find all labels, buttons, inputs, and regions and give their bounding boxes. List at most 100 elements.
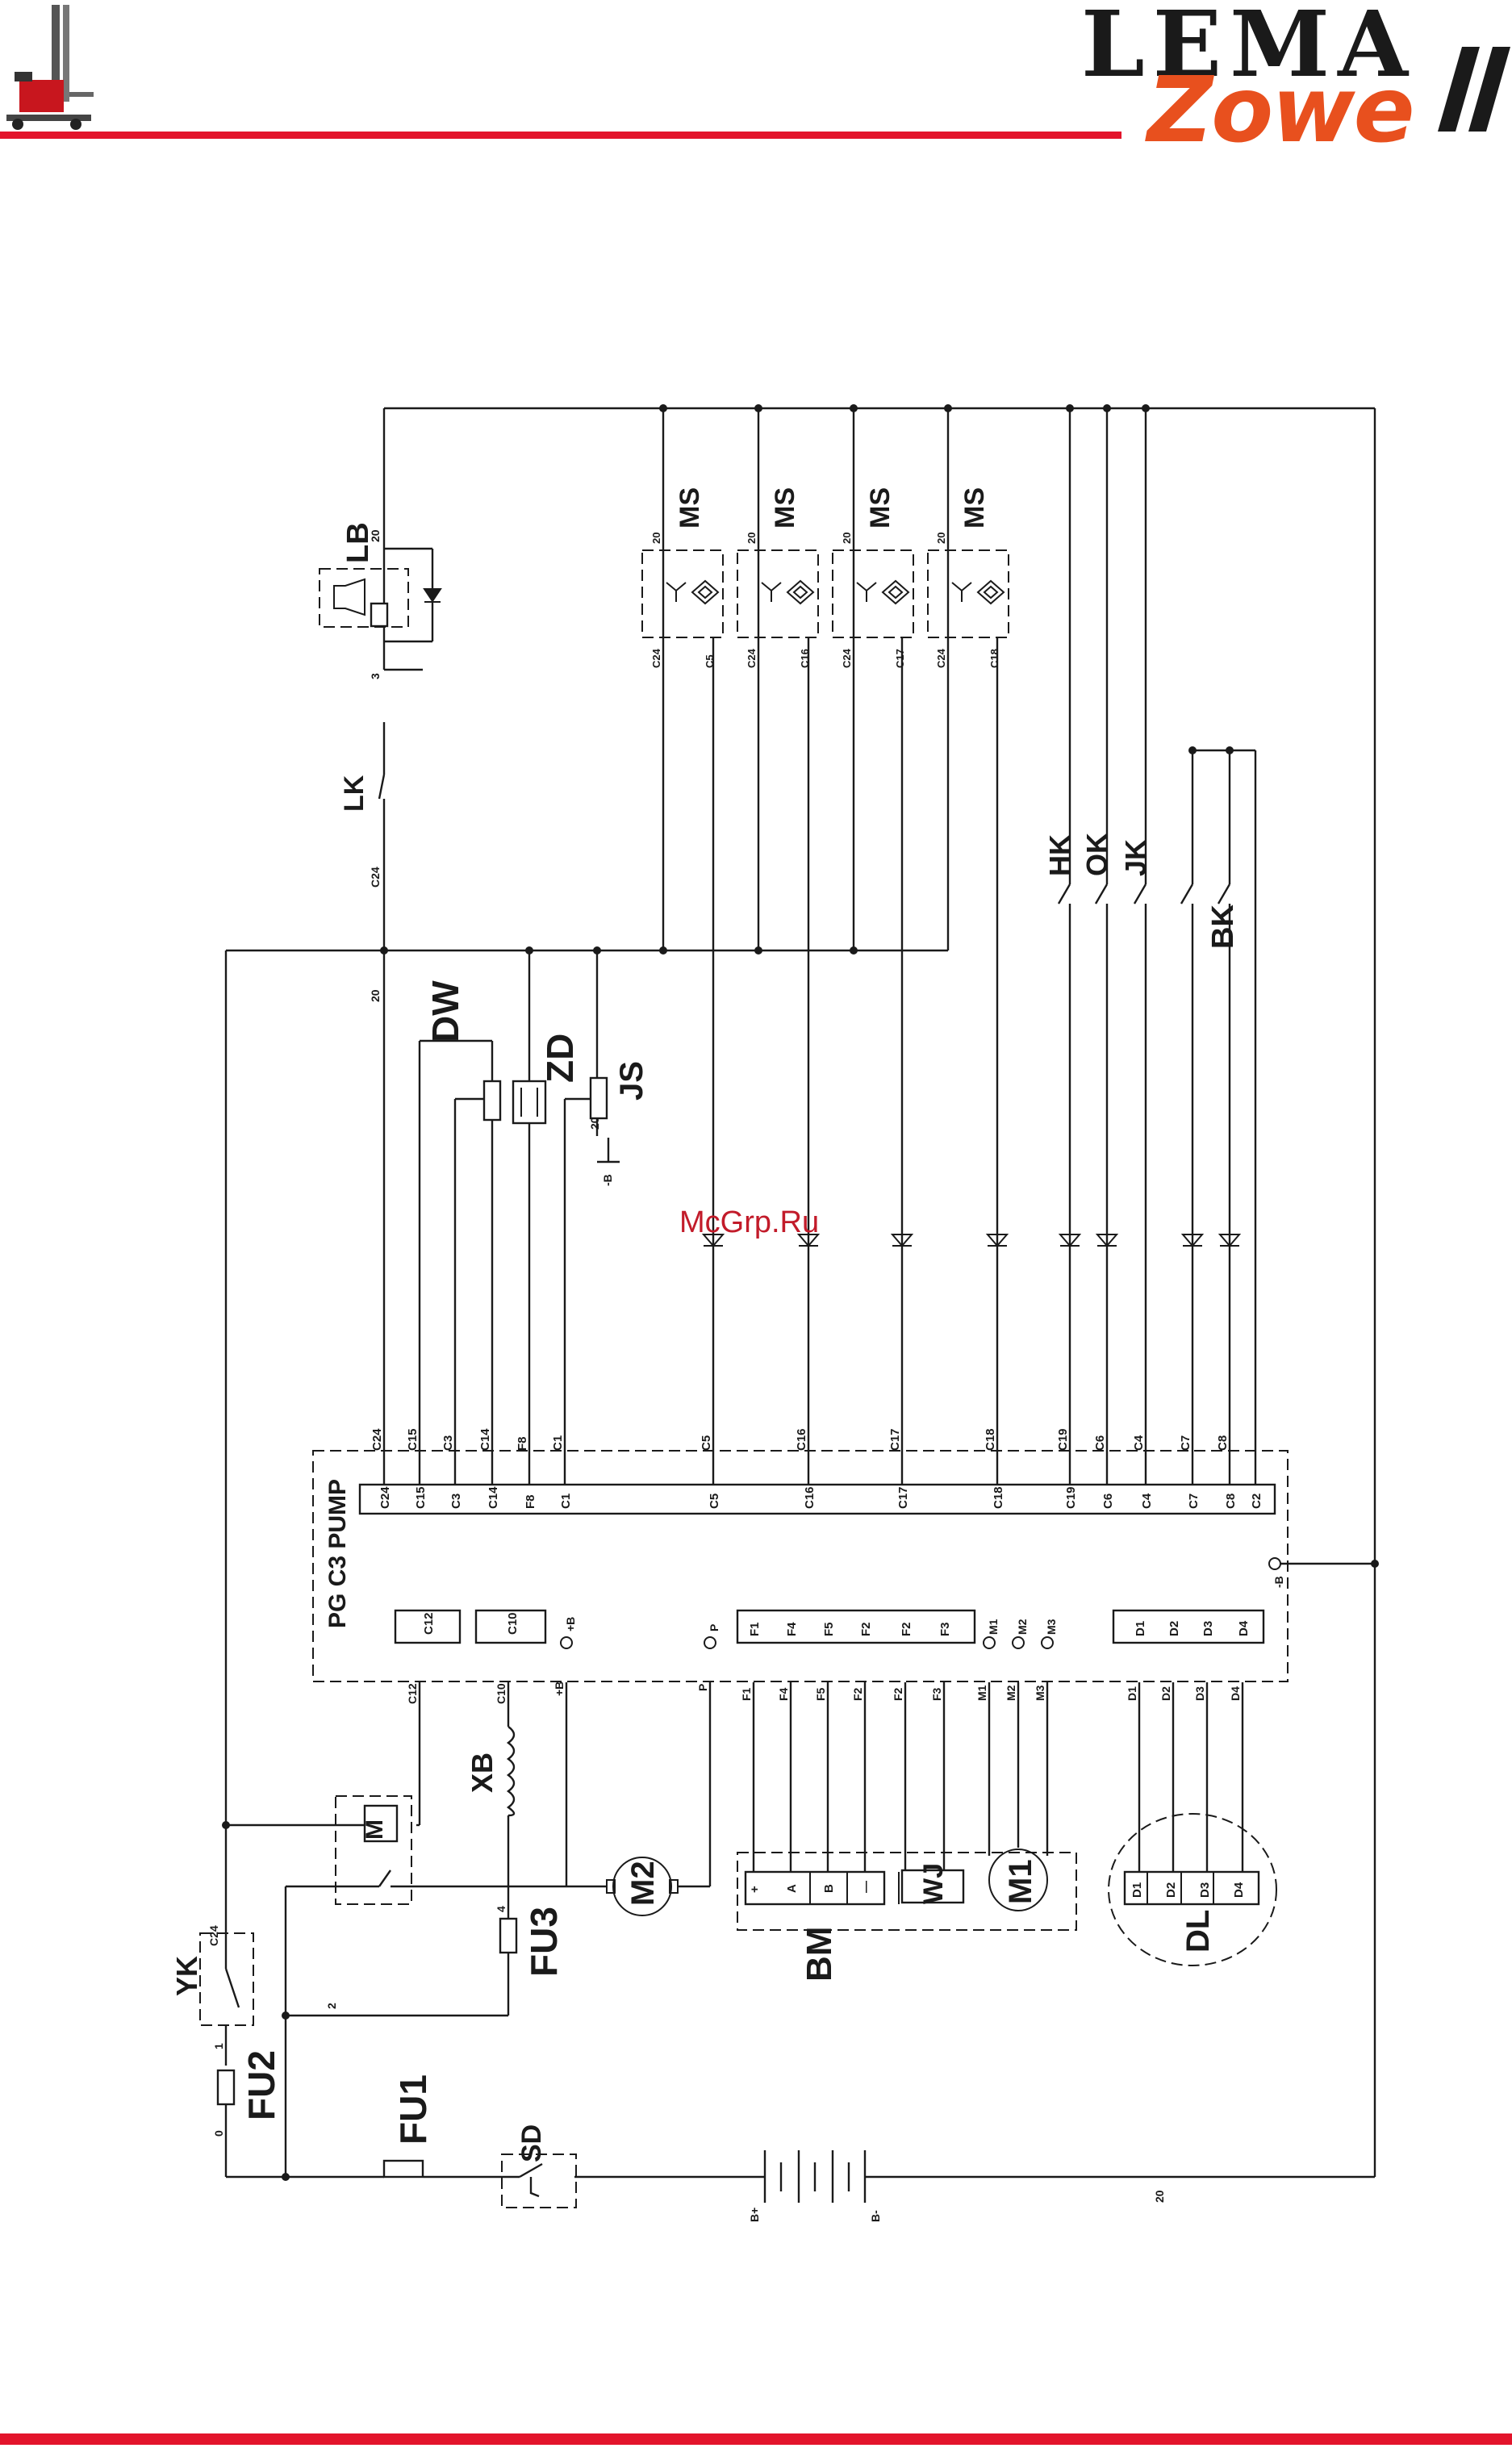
controller-top-pin: C15 [414,1486,428,1509]
wire-label: 20 [588,1117,601,1130]
ms-pin-top: 20 [746,533,758,544]
controller-title: PG C3 PUMP [324,1479,351,1628]
ms-pin-top: 20 [841,533,853,544]
wire-label: C24 [207,1925,220,1946]
wire-label: C12 [406,1683,419,1704]
label-m1: M1 [1003,1859,1038,1904]
wire-label: F2 [851,1687,864,1701]
label-ok: OK [1080,833,1113,876]
terminal-minus-b: -B [1272,1576,1285,1588]
ms-pin-a: C24 [935,648,947,668]
controller-top-pin: C4 [1140,1493,1154,1509]
label-yk: YK [170,1956,203,1996]
controller-bm-pin: F1 [748,1622,762,1636]
label-jk: JK [1119,839,1152,876]
logo-zowe-text: Zowe [1147,58,1415,163]
label-hk: HK [1043,834,1076,876]
wire-label: D1 [1126,1686,1138,1701]
wire-label: D2 [1159,1686,1172,1701]
dl-terminal: D3 [1198,1882,1212,1898]
wire-label: M1 [975,1685,988,1701]
logo-slash-bars-icon [1438,47,1512,136]
controller-dl-pin: D3 [1201,1621,1215,1636]
connector-c12: C12 [422,1612,436,1635]
bm-terminal: A [785,1884,799,1893]
controller-bm-pin: F2 [859,1622,873,1636]
ms-pin-a: C24 [650,648,662,668]
controller-top-pin: C18 [992,1486,1005,1509]
wire-label: C1 [551,1435,565,1451]
controller-top-pin: C19 [1064,1486,1078,1509]
wire-label: F4 [777,1687,790,1701]
label-fu2: FU2 [240,2050,282,2120]
wire-label: F1 [740,1687,753,1701]
label-zd: ZD [539,1034,581,1083]
label-dw: DW [424,980,466,1042]
label-m2: M2 [625,1861,661,1906]
forklift-stacker-icon [3,3,100,140]
wire-label: C24 [369,867,382,888]
label-bk: BK [1206,904,1240,949]
wire-label: C8 [1216,1435,1230,1451]
terminal-m3: M3 [1045,1619,1058,1635]
label-dl: DL [1180,1910,1216,1953]
ms-pin-b: C18 [988,649,1000,668]
wire-label: C5 [700,1435,713,1451]
controller-top-pin: C8 [1224,1493,1238,1509]
wire-label: F3 [930,1687,943,1701]
bm-terminal: B [822,1884,836,1893]
controller-top-pin: C14 [487,1486,500,1509]
wire-label: C10 [495,1683,507,1704]
wire-label: C15 [406,1428,420,1451]
ms-sensor-label: MS [675,487,705,528]
wire-label: 4 [495,1906,507,1912]
wire-label: M3 [1034,1685,1046,1701]
ms-sensor-label: MS [959,487,990,528]
wire-label: 20 [369,529,382,542]
wire-label: 3 [369,673,382,679]
dl-terminal: D2 [1164,1882,1178,1898]
wire-label: -B [601,1174,614,1186]
controller-dl-pin: D4 [1237,1620,1251,1636]
wire-label: M2 [1005,1685,1017,1701]
controller-top-pin: C24 [378,1486,392,1509]
wire-label: F5 [814,1687,827,1701]
terminal-m1: M1 [987,1619,1000,1635]
logo-lema-text: LEMA [1081,0,1416,98]
label-fu3: FU3 [523,1907,565,1977]
wire-label: C6 [1093,1435,1107,1451]
label-bm: BM [800,1927,839,1982]
terminal-plus-b: +B [564,1617,577,1631]
controller-bm-pin: F2 [900,1622,913,1636]
controller-bm-pin: F5 [822,1622,836,1636]
wire-label: 2 [325,2003,338,2009]
controller-dl-pin: D1 [1134,1621,1147,1636]
wire-label: P [696,1684,709,1691]
ms-pin-b: C5 [704,654,716,668]
label-js: JS [614,1061,649,1101]
controller-top-pin: F8 [524,1494,537,1509]
label-m: M [361,1819,388,1840]
controller-top-pin: C6 [1101,1493,1115,1509]
wire-label: B+ [748,2208,761,2222]
controller-top-pin: C2 [1250,1493,1263,1509]
connector-c10: C10 [506,1612,520,1635]
wire-label: C24 [370,1428,384,1451]
label-fu1: FU1 [392,2074,434,2145]
ms-pin-a: C24 [746,648,758,668]
watermark-text: McGrp.Ru [679,1205,820,1239]
label-lb: LB [341,522,375,563]
controller-bm-pin: F4 [785,1622,799,1636]
wire-label: F8 [516,1436,529,1451]
label-sd: SD [516,2124,547,2162]
ms-sensor-label: MS [770,487,800,528]
wire-label: C18 [984,1428,997,1451]
terminal-p: P [708,1624,720,1631]
controller-top-pin: C3 [449,1493,463,1509]
ms-pin-b: C16 [799,649,811,668]
wire-label: 0 [212,2130,225,2137]
wire-label: B- [869,2210,882,2222]
controller-top-pin: C5 [708,1493,721,1509]
bm-terminal: + [748,1886,762,1893]
